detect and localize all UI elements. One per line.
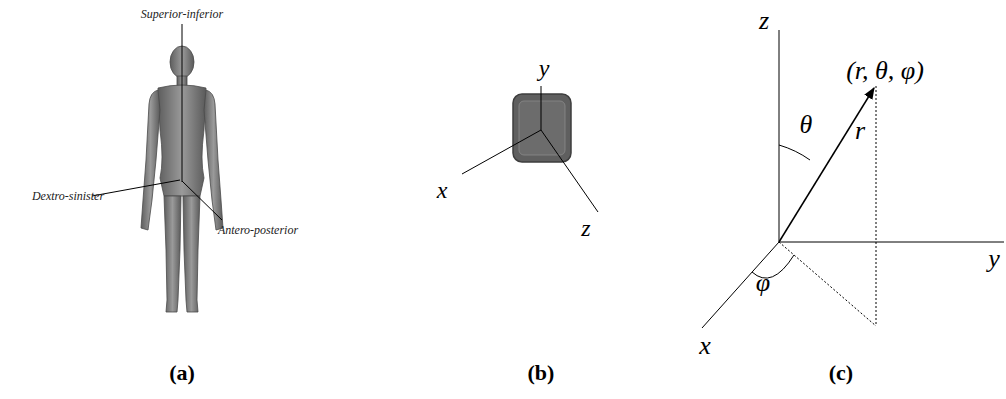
spherical-axes [702, 30, 1004, 328]
axis-letter: y [539, 56, 550, 80]
radius-symbol: r [855, 118, 865, 144]
axis-letter: x [699, 333, 711, 359]
coordinate-label: (r, θ, φ) [846, 58, 924, 84]
angle-symbol: φ [756, 270, 770, 296]
panel-caption: (a) [169, 362, 195, 384]
panel-caption: (b) [528, 362, 555, 384]
axis-letter: z [759, 8, 769, 34]
body-axes [92, 24, 222, 220]
panel-caption: (c) [829, 362, 853, 384]
angle-symbol: θ [800, 112, 813, 138]
axis-letter: x [437, 178, 448, 202]
axis-name: Antero-posterior [218, 224, 298, 236]
axis-name: Superior-inferior [141, 8, 223, 20]
axis-letter: y [988, 246, 1000, 272]
sensor-device [513, 94, 571, 162]
axis-letter: z [581, 216, 590, 240]
device-axes [462, 86, 598, 212]
axis-name: Dextro-sinister [32, 190, 104, 202]
